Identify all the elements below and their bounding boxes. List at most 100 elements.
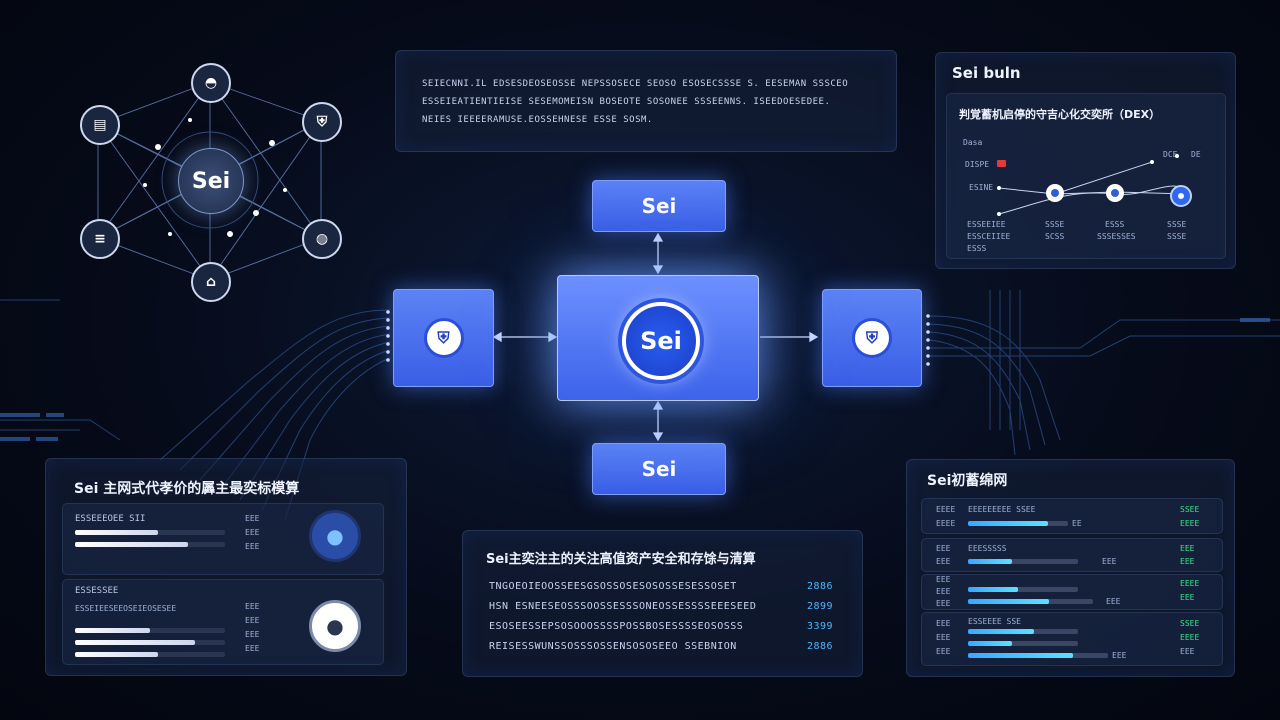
net1-tag-1: EEEE bbox=[936, 505, 956, 514]
net1-tag-2: EEEE bbox=[936, 519, 956, 528]
net4-tag-1: EEE bbox=[936, 619, 951, 628]
dex-label-3: ESINE bbox=[969, 183, 994, 192]
net4-bar-2 bbox=[968, 641, 1078, 646]
dex-line-chart bbox=[997, 154, 1192, 216]
net3-value-1: EEEE bbox=[1180, 579, 1200, 588]
dex-x2-label-1: ESSCEIIEE bbox=[967, 232, 1011, 241]
asset-row-1-value: 2886 bbox=[807, 581, 834, 592]
group1-bar-2 bbox=[75, 542, 225, 547]
net2-value-1: EEE bbox=[1180, 544, 1195, 553]
hub-node-top-left[interactable]: ▤ bbox=[80, 105, 120, 145]
net4-name: ESSEEEE SSE bbox=[968, 617, 1021, 626]
net2-value-2: EEE bbox=[1180, 557, 1195, 566]
network-group-4: EEE EEE EEE ESSEEEE SSE EEE SSEE EEEE EE… bbox=[921, 612, 1223, 666]
asset-row-4-text: REISESSWUNSSOSSSOSSENSOSOSEEO SSEBNION bbox=[489, 641, 737, 652]
group2-value-4: EEE bbox=[245, 644, 260, 653]
network-group-1: EEEE EEEE EEEEEEEEE SSEE EE SSEE EEEE bbox=[921, 498, 1223, 534]
net3-tag-3: EEE bbox=[936, 599, 951, 608]
group2-bar-2 bbox=[75, 640, 225, 645]
dex-panel-title: Sei buln bbox=[952, 64, 1021, 82]
network-panel-title: Sei初蓄绵网 bbox=[927, 473, 1008, 489]
group2-label: ESSESSEE bbox=[75, 586, 119, 596]
asset-row-3-text: ESOSEESSEPSOSOOOSSSSPOSSBOSESSSSEOSOSSS bbox=[489, 621, 744, 632]
net4-value-1: SSEE bbox=[1180, 619, 1200, 628]
hub-center-label: Sei bbox=[191, 168, 231, 194]
net2-tag-1: EEE bbox=[936, 544, 951, 553]
group1-label: ESSEEEOEE SII bbox=[75, 514, 146, 524]
center-sei-badge: Sei bbox=[622, 302, 700, 380]
dex-right-label-1: DCE bbox=[1163, 150, 1178, 159]
server-icon: ⌂ bbox=[205, 274, 217, 290]
dex-subtitle: 判覚蓄机启停的守吉心化交奕所（DEX） bbox=[959, 108, 1161, 121]
mainnet-panel-title: Sei 主网式代孝价的羼主最奕标模算 bbox=[74, 481, 300, 497]
mainnet-group-1: ESSEEEOEE SII EEE EEE EEE ● bbox=[62, 503, 384, 575]
top-sei-label: Sei bbox=[641, 194, 677, 218]
group1-value-2: EEE bbox=[245, 528, 260, 537]
net4-tag-2: EEE bbox=[936, 633, 951, 642]
net2-tag-2: EEE bbox=[936, 557, 951, 566]
dex-label-2: DISPE bbox=[965, 160, 990, 169]
user-icon: ● bbox=[326, 614, 344, 638]
dex-x-label-4: SSSE bbox=[1167, 220, 1187, 229]
net3-value-2: EEE bbox=[1180, 593, 1195, 602]
asset-security-title: Sei主奕注主的关注高值资产安全和存馀与清算 bbox=[486, 552, 756, 567]
coin-icon: ◍ bbox=[315, 231, 329, 247]
hub-node-bottom-left[interactable]: ≡ bbox=[80, 219, 120, 259]
top-sei-node[interactable]: Sei bbox=[592, 180, 726, 232]
center-sei-node[interactable]: Sei bbox=[557, 275, 759, 401]
left-node[interactable]: ⛨ bbox=[393, 289, 494, 387]
description-line-2: ESSEIEATIENTIEISE SESEMOMEISN BOSEOTE SO… bbox=[422, 97, 831, 107]
group2-bar-3 bbox=[75, 652, 225, 657]
net4-tag-3: EEE bbox=[936, 647, 951, 656]
asset-row-4-value: 2886 bbox=[807, 641, 834, 652]
right-node[interactable]: ⛨ bbox=[822, 289, 922, 387]
top-description-panel: SEIECNNI.IL EDSESDEOSEOSSE NEPSSOSECE SE… bbox=[395, 50, 897, 152]
user-avatar-blue[interactable]: ● bbox=[309, 510, 361, 562]
group1-value-3: EEE bbox=[245, 542, 260, 551]
description-line-1: SEIECNNI.IL EDSESDEOSEOSSE NEPSSOSECE SE… bbox=[422, 79, 849, 89]
hub-node-bottom-right[interactable]: ◍ bbox=[302, 219, 342, 259]
dex-label-1: Dasa bbox=[963, 138, 983, 147]
bottom-sei-node[interactable]: Sei bbox=[592, 443, 726, 495]
group2-bar-1 bbox=[75, 628, 225, 633]
net1-value-1: SSEE bbox=[1180, 505, 1200, 514]
group1-bar-1 bbox=[75, 530, 225, 535]
dex-panel: Sei buln 判覚蓄机启停的守吉心化交奕所（DEX） Dasa DISPE … bbox=[935, 52, 1236, 269]
group2-value-1: EEE bbox=[245, 602, 260, 611]
asset-row-2-text: HSN ESNEESEOSSSOOSSESSSONEOSSESSSSEEESEE… bbox=[489, 601, 757, 612]
dex-x-label-2: SSSE bbox=[1045, 220, 1065, 229]
shield-icon: ⛨ bbox=[423, 318, 464, 358]
shield-icon: ⛨ bbox=[852, 318, 892, 358]
description-line-3: NEIES IEEEERAMUSE.EOSSEHNESE ESSE SOSM. bbox=[422, 115, 653, 125]
mainnet-panel: Sei 主网式代孝价的羼主最奕标模算 ESSEEEOEE SII EEE EEE… bbox=[45, 458, 407, 676]
dex-x2-label-3: SSSESSES bbox=[1097, 232, 1136, 241]
hub-node-top-right[interactable]: ⛨ bbox=[302, 102, 342, 142]
net1-side: EE bbox=[1072, 519, 1082, 528]
hub-node-top[interactable]: ◓ bbox=[191, 63, 231, 103]
net3-bar-2 bbox=[968, 599, 1093, 604]
group2-sub: ESSEIEESEEOSEIEOSESEE bbox=[75, 604, 177, 613]
asset-security-panel: Sei主奕注主的关注高值资产安全和存馀与清算 TNGOEOIEOOSSEESGS… bbox=[462, 530, 863, 677]
network-group-3: EEE EEE EEE EEE EEEE EEE bbox=[921, 574, 1223, 610]
network-group-2: EEE EEE EEESSSSS EEE EEE EEE bbox=[921, 538, 1223, 572]
net2-side: EEE bbox=[1102, 557, 1117, 566]
asset-row-2-value: 2899 bbox=[807, 601, 834, 612]
net3-tag-2: EEE bbox=[936, 587, 951, 596]
center-sei-label: Sei bbox=[640, 327, 682, 355]
hub-center-node: Sei bbox=[178, 148, 244, 214]
asset-row-1-text: TNGOEOIEOOSSEESGSOSSOSESOSOSSESESSOSET bbox=[489, 581, 737, 592]
net4-value-2: EEEE bbox=[1180, 633, 1200, 642]
user-icon: ● bbox=[326, 524, 344, 548]
bottom-sei-label: Sei bbox=[641, 457, 677, 481]
net2-name: EEESSSSS bbox=[968, 544, 1007, 553]
net3-bar-1 bbox=[968, 587, 1078, 592]
user-avatar-white[interactable]: ● bbox=[309, 600, 361, 652]
dex-right-label-2: DE bbox=[1191, 150, 1201, 159]
net3-tag-1: EEE bbox=[936, 575, 951, 584]
mainnet-group-2: ESSESSEE ESSEIEESEEOSEIEOSESEE EEE EEE E… bbox=[62, 579, 384, 665]
group2-value-3: EEE bbox=[245, 630, 260, 639]
hub-node-bottom[interactable]: ⌂ bbox=[191, 262, 231, 302]
dex-chart-area: 判覚蓄机启停的守吉心化交奕所（DEX） Dasa DISPE ESINE DCE… bbox=[946, 93, 1226, 259]
net1-name: EEEEEEEEE SSEE bbox=[968, 505, 1036, 514]
net4-side: EEE bbox=[1112, 651, 1127, 660]
